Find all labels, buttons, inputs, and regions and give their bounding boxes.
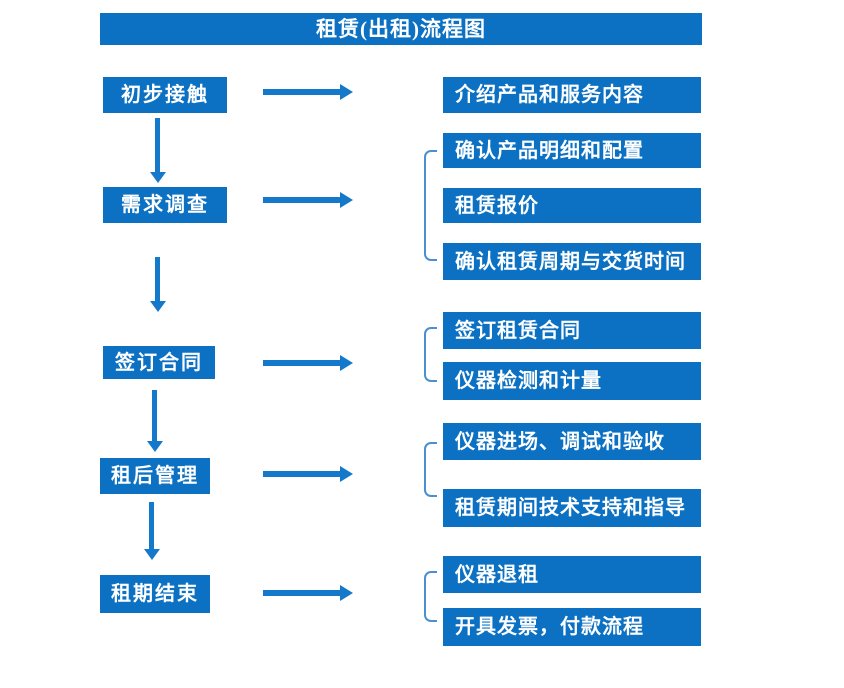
flow-step-box: 租后管理	[100, 458, 210, 494]
detail-box: 仪器检测和计量	[443, 362, 701, 400]
bracket-connector	[424, 571, 437, 622]
arrow-shaft	[263, 89, 341, 95]
flow-step-box: 租期结束	[100, 575, 210, 613]
detail-box: 仪器退租	[443, 556, 701, 593]
detail-box: 仪器进场、调试和验收	[443, 423, 701, 460]
arrow-shaft	[149, 502, 154, 550]
down-arrow-icon	[144, 502, 160, 560]
arrow-head	[147, 441, 163, 452]
flow-step-box: 签订合同	[103, 346, 215, 379]
bracket-connector	[424, 327, 437, 382]
arrow-shaft	[263, 360, 341, 366]
bracket-connector	[424, 150, 437, 261]
right-arrow-icon	[263, 355, 353, 371]
arrow-shaft	[263, 471, 341, 477]
bracket-connector	[424, 442, 437, 497]
arrow-head	[150, 172, 166, 183]
arrow-shaft	[152, 390, 157, 442]
arrow-head	[150, 301, 166, 312]
arrow-shaft	[155, 118, 160, 173]
arrow-head	[340, 192, 353, 208]
detail-box: 租赁报价	[443, 188, 701, 223]
arrow-head	[340, 585, 353, 601]
detail-box: 确认租赁周期与交货时间	[443, 243, 701, 280]
flow-step-box: 需求调查	[103, 187, 227, 223]
detail-box: 租赁期间技术支持和指导	[443, 489, 701, 527]
arrow-head	[144, 549, 160, 560]
right-arrow-icon	[263, 192, 353, 208]
arrow-head	[340, 466, 353, 482]
arrow-shaft	[263, 197, 341, 203]
detail-box: 确认产品明细和配置	[443, 133, 701, 168]
down-arrow-icon	[150, 118, 166, 183]
right-arrow-icon	[263, 84, 353, 100]
detail-box: 签订租赁合同	[443, 312, 701, 349]
diagram-title: 租赁(出租)流程图	[100, 13, 702, 45]
detail-box: 介绍产品和服务内容	[443, 77, 701, 113]
flow-step-box: 初步接触	[103, 77, 227, 113]
arrow-head	[340, 355, 353, 371]
arrow-head	[340, 84, 353, 100]
down-arrow-icon	[147, 390, 163, 452]
arrow-shaft	[155, 257, 160, 302]
right-arrow-icon	[263, 585, 353, 601]
right-arrow-icon	[263, 466, 353, 482]
detail-box: 开具发票，付款流程	[443, 608, 701, 646]
arrow-shaft	[263, 590, 341, 596]
down-arrow-icon	[150, 257, 166, 312]
